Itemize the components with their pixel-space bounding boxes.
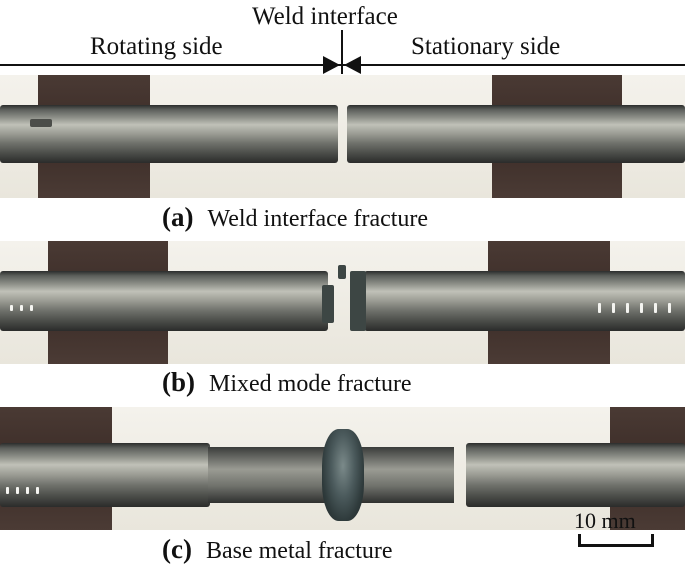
scale-bar-label: 10 mm (574, 508, 636, 533)
caption-c: (c) Base metal fracture (162, 534, 393, 564)
surface-mark (640, 303, 643, 313)
fracture-lip-left (322, 285, 334, 323)
scale-bar (578, 529, 654, 547)
rod-rotating-side (0, 271, 328, 331)
surface-mark (668, 303, 671, 313)
caption-b: (b) Mixed mode fracture (162, 367, 412, 397)
caption-tag-b: (b) (162, 367, 195, 397)
surface-mark (612, 303, 615, 313)
surface-mark (598, 303, 601, 313)
surface-mark (36, 487, 39, 494)
surface-mark (10, 305, 13, 311)
rotating-side-label: Rotating side (90, 33, 223, 60)
surface-mark (626, 303, 629, 313)
surface-mark (6, 487, 9, 494)
weld-bead (322, 429, 364, 521)
caption-text-b: Mixed mode fracture (209, 371, 412, 397)
caption-tag-a: (a) (162, 202, 194, 232)
surface-mark (16, 487, 19, 494)
caption-a: (a) Weld interface fracture (162, 202, 429, 232)
rod-rotating-side (0, 105, 338, 163)
caption-text-a: Weld interface fracture (207, 206, 429, 232)
specimen-photo-b (0, 241, 685, 364)
surface-mark (30, 119, 52, 127)
surface-mark (26, 487, 29, 494)
weld-interface-marker (341, 30, 343, 74)
weld-interface-label: Weld interface (252, 3, 398, 30)
rod-stationary-side (364, 271, 685, 331)
surface-mark (30, 305, 33, 311)
specimen-photo-c (0, 407, 685, 530)
surface-mark (654, 303, 657, 313)
stationary-side-label: Stationary side (411, 33, 561, 60)
specimen-photo-a (0, 75, 685, 198)
caption-tag-c: (c) (162, 534, 192, 564)
rod-stationary-side (347, 105, 685, 163)
arrow-right-icon (323, 56, 340, 74)
caption-text-c: Base metal fracture (205, 538, 393, 564)
arrow-left-icon (344, 56, 361, 74)
surface-mark (20, 305, 23, 311)
fracture-lip-right (350, 271, 366, 331)
rod-stationary-side (466, 443, 685, 507)
fracture-fragment (338, 265, 346, 279)
rod-rotating-side (0, 443, 210, 507)
